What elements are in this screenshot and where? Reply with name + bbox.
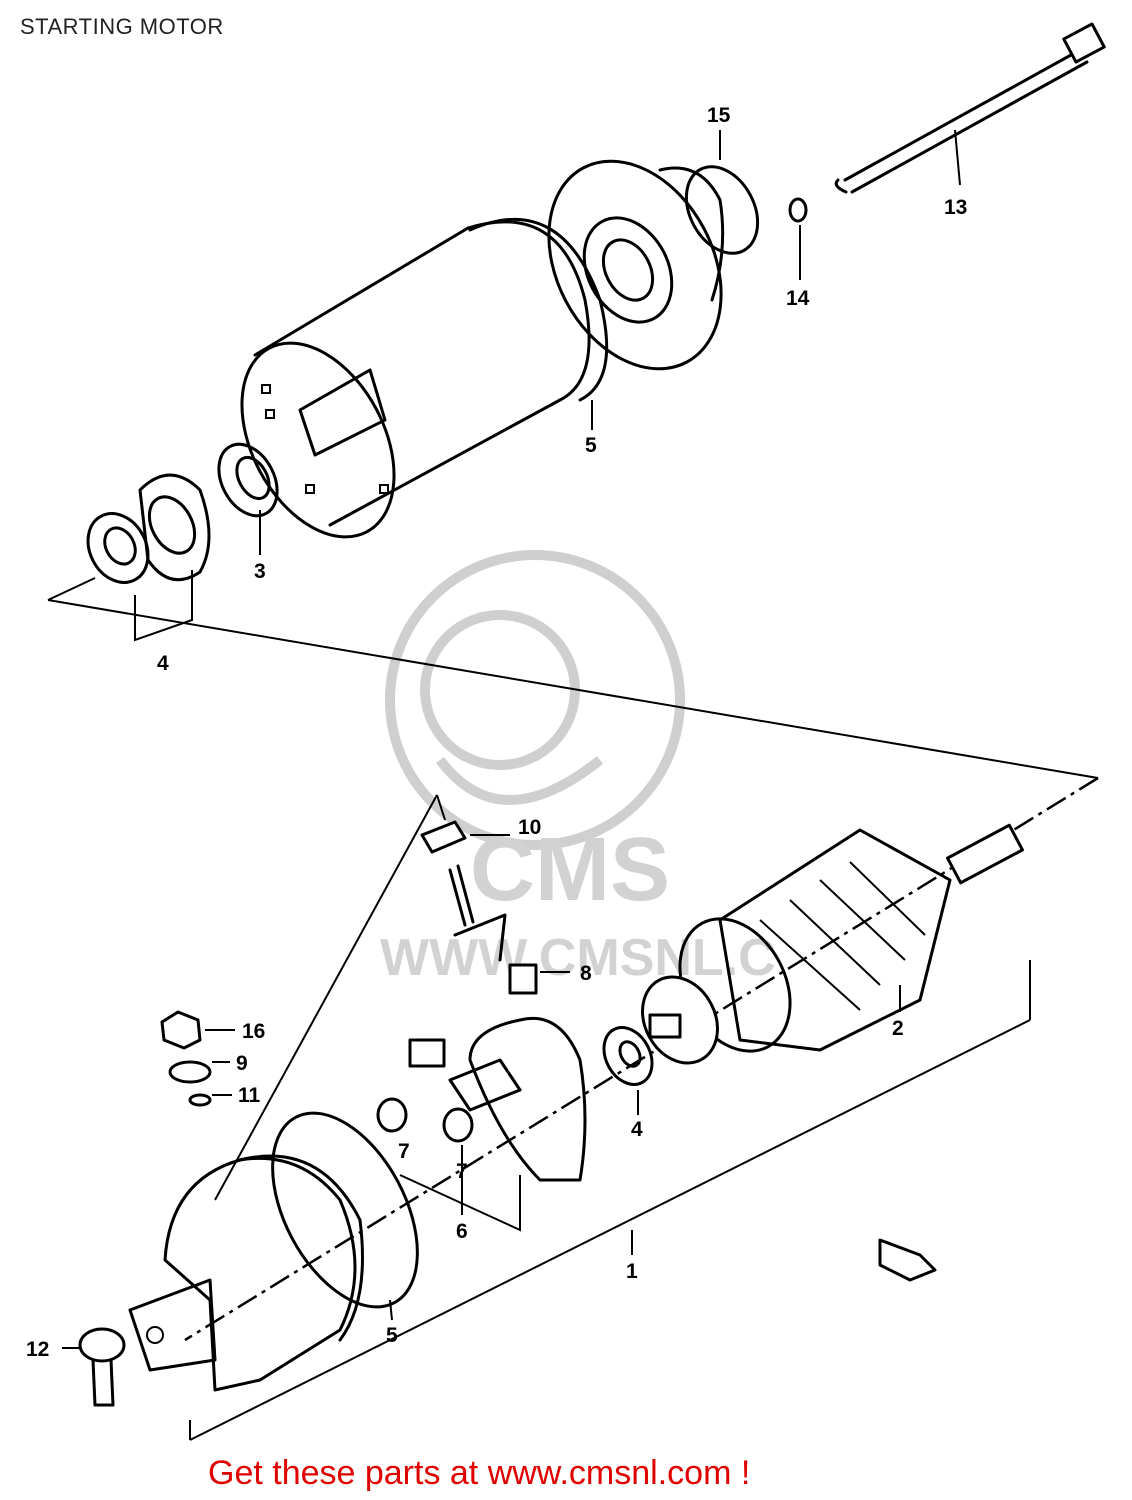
watermark-url: WWW.CMSNL.C: [380, 929, 776, 987]
washer-4-lower: [602, 1026, 654, 1086]
small-hardware: [160, 1010, 212, 1107]
washer-13: [788, 197, 808, 223]
leader-lines: [62, 129, 961, 1349]
callout-8: 8: [580, 962, 592, 985]
watermark-logo: CMS WWW.CMSNL.C: [380, 550, 776, 987]
washers-4: [86, 473, 211, 584]
yoke-housing: [240, 220, 591, 539]
through-bolt: [834, 22, 1106, 194]
brush-parts: [420, 820, 538, 995]
callout-9: 9: [236, 1052, 248, 1075]
callout-14: 12: [26, 1338, 49, 1361]
brush-holder: [408, 1016, 587, 1182]
callout-4-lower: 4: [631, 1118, 643, 1141]
callout-5-lower: 5: [386, 1324, 398, 1347]
screw-14: [78, 1327, 126, 1407]
callout-2: 2: [892, 1017, 904, 1040]
callout-4-upper: 4: [157, 652, 169, 675]
watermark-brand: CMS: [470, 820, 670, 920]
callout-16: 16: [242, 1020, 265, 1043]
armature-2: [641, 823, 1024, 1065]
callout-13: 14: [786, 287, 810, 310]
o-ring-15: [684, 165, 760, 255]
assembly-guides: [47, 570, 1099, 1441]
callout-7-left: 7: [398, 1140, 410, 1163]
callout-11: 11: [238, 1084, 261, 1107]
callout-5-upper: 5: [585, 434, 597, 457]
o-ring-5-upper: [468, 217, 609, 402]
callout-1: 1: [626, 1260, 638, 1283]
rear-cover: [128, 1154, 364, 1392]
front-arrow-icon: [878, 1238, 937, 1282]
front-end-cover: [547, 159, 725, 371]
callout-6: 6: [456, 1220, 468, 1243]
callout-7-right: 7: [456, 1160, 468, 1183]
callout-labels: 15 13 14 5 3 4 10 8 2 16 9 11 4 7 7 6 1 …: [26, 104, 967, 1361]
callout-3: 3: [254, 560, 266, 583]
brushes-7: [376, 1097, 474, 1143]
o-ring-5-lower: [271, 1111, 419, 1309]
callout-10: 10: [518, 816, 541, 839]
callout-15: 15: [707, 104, 731, 127]
seal-3: [217, 442, 279, 518]
footer-link[interactable]: Get these parts at www.cmsnl.com !: [208, 1454, 751, 1492]
page-title: STARTING MOTOR: [20, 14, 224, 39]
callout-12: 13: [944, 196, 967, 219]
upper-assembly: [86, 22, 1106, 584]
